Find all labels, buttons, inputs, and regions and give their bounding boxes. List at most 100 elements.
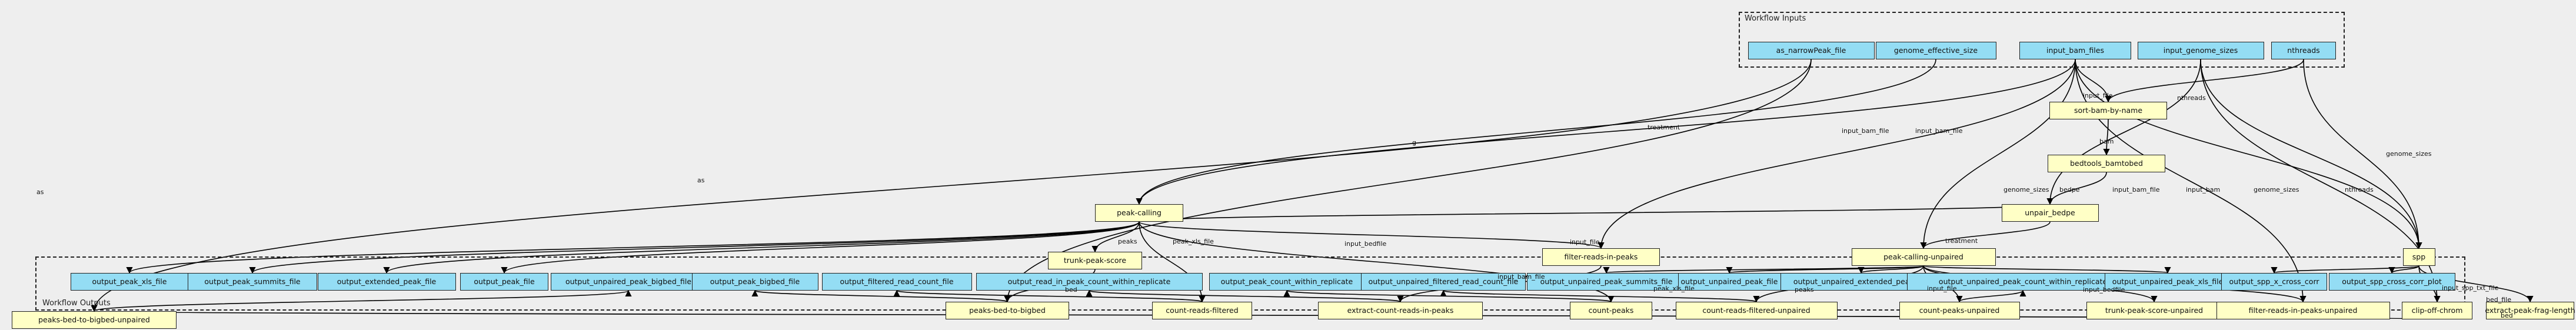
edge-label: nthreads [2345,186,2374,194]
step-peak-calling-unpaired[interactable]: peak-calling-unpaired [1851,248,1996,266]
step-peaks-bed-to-bigbed-unpaired[interactable]: peaks-bed-to-bigbed-unpaired [12,311,177,329]
edge-6 [1136,59,1936,205]
input-input-bam-files[interactable]: input_bam_files [2019,42,2131,59]
edge-label: input_file [2083,92,2113,99]
step-bedtools-bamtobed[interactable]: bedtools_bamtobed [2048,155,2165,172]
edge-44 [1923,265,2171,274]
edge-3 [2046,59,2201,205]
edge-42 [1858,265,1924,274]
step-peaks-bed-to-bigbed[interactable]: peaks-bed-to-bigbed [946,302,1069,319]
step-spp[interactable]: spp [2402,248,2435,266]
edge-46 [2388,265,2419,274]
edge-38 [1283,289,1612,302]
edge-0 [2075,59,2112,103]
edge-label: input_bam_file [1915,127,1963,135]
output-output-unpaired-peak-count-within-replicate[interactable]: output_unpaired_peak_count_within_replic… [1906,273,2139,291]
edge-22 [2075,59,2422,249]
output-output-spp-x-cross-corr[interactable]: output_spp_x_cross_corr [2221,273,2327,291]
output-output-peak-file[interactable]: output_peak_file [460,273,548,291]
edge-4 [2046,172,2107,205]
step-peak-calling[interactable]: peak-calling [1095,204,1183,222]
edge-37 [1086,289,1401,302]
output-output-unpaired-peak-summits-file[interactable]: output_unpaired_peak_summits_file [1527,273,1686,291]
edge-29 [91,59,1812,312]
output-output-peak-xls-file[interactable]: output_peak_xls_file [71,273,188,291]
output-output-unpaired-peak-file[interactable]: output_unpaired_peak_file [1678,273,1781,291]
edge-label: nthreads [2177,94,2206,102]
edge-label: input_file [1927,285,1957,292]
edge-14 [1597,59,2076,249]
edge-35 [751,289,1008,302]
step-filter-reads-in-peaks-unpaired[interactable]: filter-reads-in-peaks-unpaired [2216,302,2390,319]
input-genome-effective-size[interactable]: genome_effective_size [1875,42,1996,59]
step-count-reads-filtered-unpaired[interactable]: count-reads-filtered-unpaired [1675,302,1838,319]
input-input-genome-sizes[interactable]: input_genome_sizes [2137,42,2264,59]
edge-32 [249,221,1140,274]
output-output-read-in-peak-count-within-replicate[interactable]: output_read_in_peak_count_within_replica… [976,273,1203,291]
step-unpair-bedpe[interactable]: unpair_bedpe [2001,204,2099,222]
edge-36 [893,289,1203,302]
edge-label: input_file [1570,238,1600,246]
edge-label: genome_sizes [2386,150,2432,158]
edge-2 [2103,119,2110,156]
edge-34 [501,221,1140,274]
cluster-inputs-label: Workflow Inputs [1745,14,1806,23]
edge-label: peaks [1795,286,1814,294]
edge-label: bedpe [2059,186,2080,194]
edge-label: input_bam_file [1842,127,1889,135]
step-count-peaks-unpaired[interactable]: count-peaks-unpaired [1899,302,2020,319]
edge-30 [1920,59,2076,249]
edge-label: as [697,176,705,184]
edge-label: input_bedfile [1344,240,1387,248]
output-output-unpaired-filtered-read-count-file[interactable]: output_unpaired_filtered_read_count_file [1361,273,1526,291]
edge-label: peak_xls_file [1653,285,1695,292]
edge-39 [1440,289,1757,302]
edge-5 [1920,221,2051,249]
output-output-peak-bigbed-file[interactable]: output_peak_bigbed_file [691,273,818,291]
step-count-reads-filtered[interactable]: count-reads-filtered [1152,302,1252,319]
step-count-peaks[interactable]: count-peaks [1570,302,1652,319]
step-sort-bam-by-name[interactable]: sort-bam-by-name [2049,102,2167,119]
edge-41 [1726,265,1924,274]
edge-45 [2271,265,2419,274]
edge-label: bed [2501,312,2513,319]
edge-43 [1959,289,2026,302]
output-output-unpaired-peak-xls-file[interactable]: output_unpaired_peak_xls_file [2104,273,2231,291]
step-extract-peak-frag-length[interactable]: extract-peak-frag-length [2485,302,2575,319]
output-output-extended-peak-file[interactable]: output_extended_peak_file [317,273,456,291]
cluster-outputs-label: Workflow Outputs [42,299,111,308]
edge-label: input_bam [2186,186,2221,194]
input-nthreads[interactable]: nthreads [2271,42,2336,59]
edge-33 [383,221,1140,274]
edge-26 [2418,265,2534,303]
output-output-unpaired-peak-bigbed-file[interactable]: output_unpaired_peak_bigbed_file [550,273,707,291]
edge-label: treatment [1648,124,1680,131]
step-clip-off-chrom[interactable]: clip-off-chrom [2402,302,2472,319]
edge-label: peaks [1118,238,1137,245]
edge-24 [2303,59,2422,249]
step-trunk-peak-score[interactable]: trunk-peak-score [1048,252,1142,269]
edge-label: peak_xls_file [1173,238,1214,245]
edge-13 [1139,221,1605,249]
edge-label: bed_file [2486,296,2511,304]
step-trunk-peak-score-unpaired[interactable]: trunk-peak-score-unpaired [2086,302,2222,319]
output-output-spp-cross-corr-plot[interactable]: output_spp_cross_corr_plot [2328,273,2455,291]
output-output-peak-summits-file[interactable]: output_peak_summits_file [188,273,317,291]
edge-label: g [1412,139,1416,146]
edge-label: input_bam_file [2112,186,2160,194]
edge-label: input_bedfile [2083,286,2125,294]
cluster-inputs [1739,12,2345,68]
output-output-peak-count-within-replicate[interactable]: output_peak_count_within_replicate [1209,273,1365,291]
edge-9 [1136,204,2051,223]
edge-label: genome_sizes [2003,186,2049,194]
edge-label: genome_sizes [2254,186,2299,194]
step-extract-count-reads-in-peaks[interactable]: extract-count-reads-in-peaks [1318,302,1483,319]
edge-label: as [36,188,44,196]
edge-label: input_bam_file [1497,273,1545,281]
input-as-narrowpeak-file[interactable]: as_narrowPeak_file [1748,42,1875,59]
edge-label: bam [2099,138,2114,145]
edge-10 [1091,221,1140,253]
edge-label: bed [1065,286,1077,294]
output-output-filtered-read-count-file[interactable]: output_filtered_read_count_file [821,273,972,291]
step-filter-reads-in-peaks[interactable]: filter-reads-in-peaks [1542,248,1660,266]
